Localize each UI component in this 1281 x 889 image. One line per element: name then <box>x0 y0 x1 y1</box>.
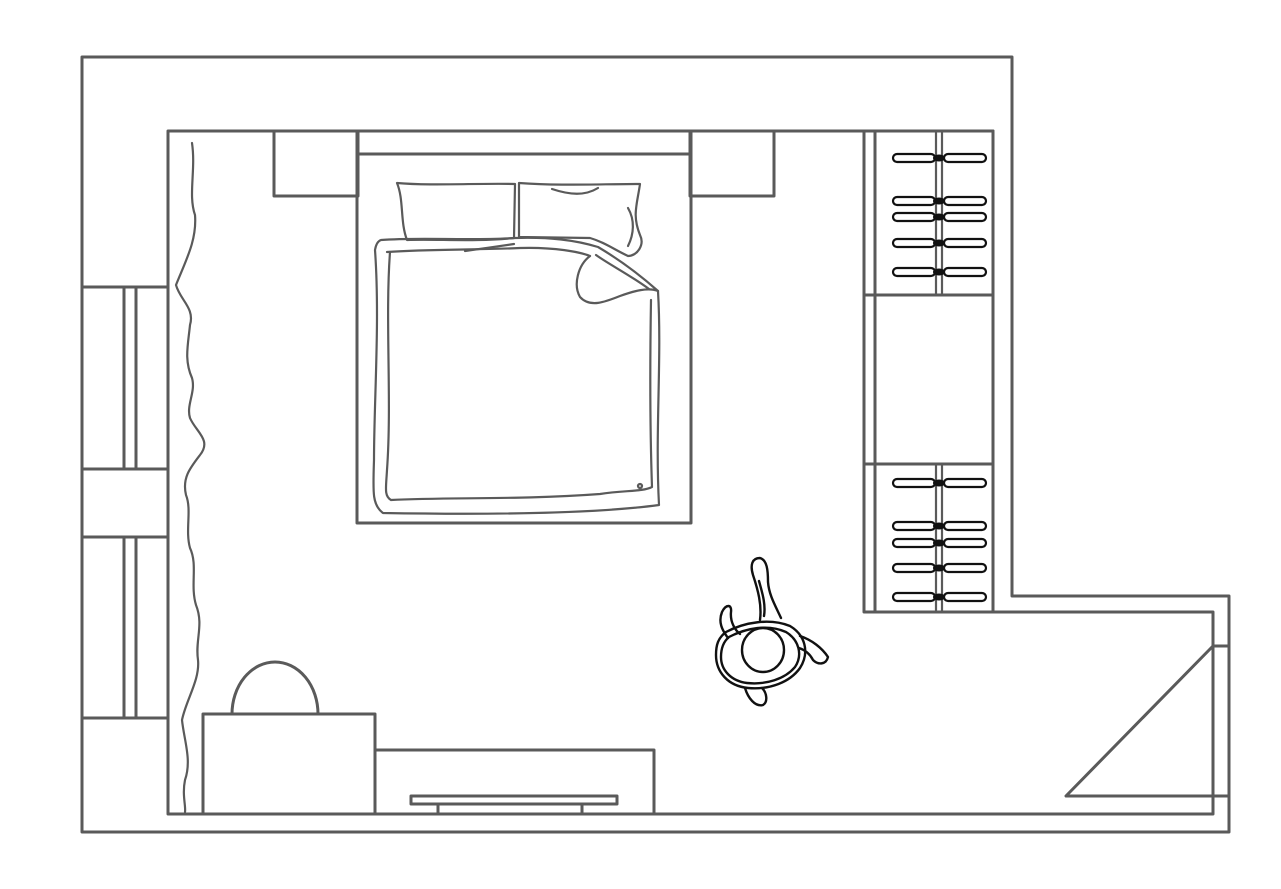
hanger <box>891 537 988 549</box>
hanger <box>891 152 988 164</box>
hanger <box>891 237 988 249</box>
hanger <box>891 195 988 207</box>
hanger <box>891 266 988 278</box>
outer-wall <box>80 55 1231 834</box>
pillow-right <box>517 181 643 258</box>
desk <box>201 712 377 816</box>
hanger <box>891 562 988 574</box>
hanger <box>891 211 988 223</box>
nightstand-left <box>272 129 360 198</box>
hanger <box>891 591 988 603</box>
hanger <box>891 477 988 489</box>
wardrobe <box>862 129 995 614</box>
shelf <box>409 794 619 806</box>
curtain <box>174 141 206 814</box>
pillow-left <box>395 181 517 242</box>
person <box>714 556 830 707</box>
dresser <box>373 748 656 816</box>
hangers <box>891 152 988 603</box>
hanger <box>891 520 988 532</box>
window <box>80 285 170 720</box>
nightstand-right <box>688 129 776 198</box>
desk-chair <box>230 660 320 716</box>
duvet <box>372 236 661 515</box>
door <box>1064 644 1215 798</box>
bed <box>355 129 693 525</box>
